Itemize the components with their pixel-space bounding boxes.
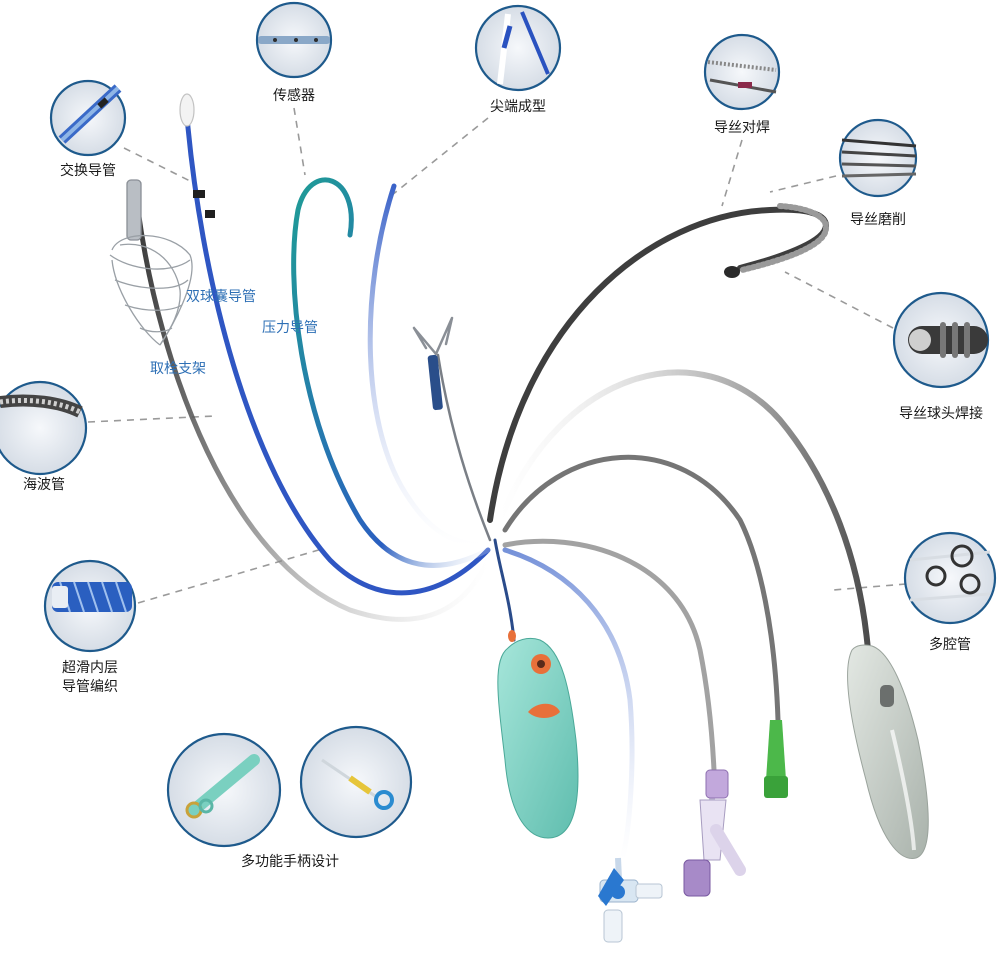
handle-design-1 bbox=[166, 732, 282, 848]
handle-design-2 bbox=[299, 725, 413, 839]
guidewire-main bbox=[487, 206, 830, 523]
label-tip-shaping: 尖端成型 bbox=[490, 98, 546, 114]
callout-circles bbox=[0, 1, 997, 848]
y-connector bbox=[683, 769, 746, 897]
double-balloon-markers bbox=[179, 93, 215, 218]
label-thrombectomy-stent: 取栓支架 bbox=[150, 360, 206, 376]
wire-right-4 bbox=[502, 547, 635, 863]
label-multi-lumen-tube: 多腔管 bbox=[929, 636, 971, 652]
mint-handle bbox=[497, 630, 579, 839]
tip-shaping-detail bbox=[474, 4, 562, 92]
label-ball-tip-welding: 导丝球头焊接 bbox=[899, 405, 983, 421]
wire-grinding-detail bbox=[838, 118, 918, 198]
green-luer-cap bbox=[764, 720, 788, 798]
label-double-balloon-catheter: 双球囊导管 bbox=[186, 288, 256, 304]
wire-welding-detail bbox=[703, 33, 781, 111]
label-exchange-catheter: 交换导管 bbox=[60, 162, 116, 178]
handle-shaft bbox=[493, 538, 516, 642]
leader-lines bbox=[87, 107, 907, 604]
multi-lumen-detail bbox=[903, 531, 997, 625]
label-sensor: 传感器 bbox=[273, 87, 315, 103]
catheter-bundle bbox=[135, 102, 871, 863]
exchange-catheter-detail bbox=[49, 79, 127, 157]
label-wire-welding: 导丝对焊 bbox=[714, 119, 770, 135]
label-pressure-catheter: 压力导管 bbox=[262, 319, 318, 335]
label-superslick-liner-braid: 超滑内层 导管编织 bbox=[62, 659, 118, 694]
gray-handle bbox=[847, 644, 929, 859]
double-balloon-catheter bbox=[183, 102, 491, 596]
hypotube-detail bbox=[0, 380, 88, 476]
stent-basket bbox=[109, 179, 193, 346]
tip-shaped-catheter bbox=[367, 183, 493, 548]
ball-tip-detail bbox=[892, 291, 990, 389]
sensor-detail bbox=[255, 1, 333, 79]
stent-delivery-wire bbox=[135, 207, 491, 622]
forceps-shaft bbox=[436, 353, 492, 542]
label-multifunction-handle: 多功能手柄设计 bbox=[241, 853, 339, 869]
braid-detail bbox=[43, 559, 137, 653]
wire-right-3 bbox=[502, 538, 717, 773]
label-wire-grinding: 导丝磨削 bbox=[850, 211, 906, 227]
label-hypotube: 海波管 bbox=[23, 476, 65, 492]
wire-right-2 bbox=[502, 454, 781, 723]
pressure-catheter bbox=[291, 177, 491, 568]
stopcock bbox=[598, 857, 663, 943]
wire-right-1 bbox=[497, 369, 871, 653]
